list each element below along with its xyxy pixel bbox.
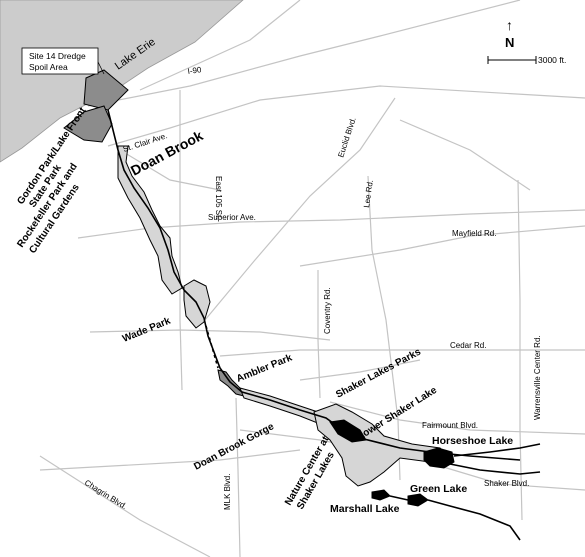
scale-label: 3000 ft. bbox=[538, 55, 566, 65]
north-label: N bbox=[505, 35, 514, 50]
north-arrow-icon: ↑ bbox=[506, 17, 513, 33]
lower-shaker-lake-shape bbox=[329, 419, 367, 443]
road-northeast-link bbox=[399, 119, 531, 191]
label-green-lake: Green Lake bbox=[410, 483, 467, 495]
label-ambler: Ambler Park bbox=[235, 352, 294, 384]
stream-north-branch bbox=[439, 461, 541, 475]
road-chagrin bbox=[39, 455, 211, 557]
marshall-lake-shape bbox=[371, 489, 391, 501]
label-coventry: Coventry Rd. bbox=[323, 287, 332, 334]
label-lee: Lee Rd. bbox=[362, 179, 375, 208]
road-euclid bbox=[204, 97, 396, 321]
road-st-clair bbox=[107, 85, 585, 147]
label-superior: Superior Ave. bbox=[208, 213, 256, 222]
road-e105 bbox=[179, 90, 183, 391]
road-coventry bbox=[317, 270, 321, 399]
inset-leader bbox=[97, 61, 105, 75]
label-shaker: Shaker Blvd. bbox=[484, 479, 529, 488]
horseshoe-lake-shape bbox=[423, 447, 455, 469]
label-mlk: MLK Blvd. bbox=[223, 474, 232, 510]
road-i90 bbox=[87, 0, 521, 107]
rockefeller-park bbox=[117, 145, 183, 295]
green-lake-shape bbox=[407, 493, 429, 507]
label-e105: East 105 St. bbox=[214, 176, 223, 220]
road-network bbox=[39, 0, 585, 557]
label-fairmount: Fairmount Blvd. bbox=[422, 421, 478, 430]
road-mlk bbox=[235, 397, 241, 557]
road-mid-west bbox=[89, 329, 331, 341]
label-chagrin: Chagrin Blvd. bbox=[83, 478, 129, 511]
label-marshall-lake: Marshall Lake bbox=[330, 503, 400, 515]
road-fairmount bbox=[329, 401, 585, 435]
stream-south-branch bbox=[389, 495, 521, 541]
label-mayfield: Mayfield Rd. bbox=[452, 229, 496, 238]
label-cedar: Cedar Rd. bbox=[450, 341, 486, 350]
road-misc-2 bbox=[299, 359, 421, 381]
label-euclid: Euclid Blvd. bbox=[336, 116, 357, 159]
inset-label-box bbox=[21, 47, 99, 75]
dredge-spoil-area bbox=[83, 69, 129, 111]
stream-east-branch bbox=[453, 443, 541, 457]
road-misc-1 bbox=[39, 449, 301, 471]
inset-label-line1: Site 14 Dredge bbox=[29, 51, 86, 61]
label-lower-shaker: Lower Shaker Lake bbox=[356, 385, 440, 443]
label-horseshoe: Horseshoe Lake bbox=[432, 435, 513, 447]
label-i90: I-90 bbox=[187, 65, 202, 76]
inset-label-line2: Spoil Area bbox=[29, 62, 68, 72]
road-mayfield bbox=[299, 225, 585, 267]
label-gorge: Doan Brook Gorge bbox=[192, 421, 276, 473]
brook-culvert-dashed bbox=[205, 325, 219, 369]
road-warrensville bbox=[517, 179, 523, 521]
label-warrensville: Warrensville Center Rd. bbox=[533, 335, 542, 420]
road-cedar bbox=[219, 349, 585, 357]
road-superior bbox=[77, 209, 585, 239]
road-rockefeller-link bbox=[119, 149, 221, 191]
road-i90-north bbox=[139, 0, 301, 91]
